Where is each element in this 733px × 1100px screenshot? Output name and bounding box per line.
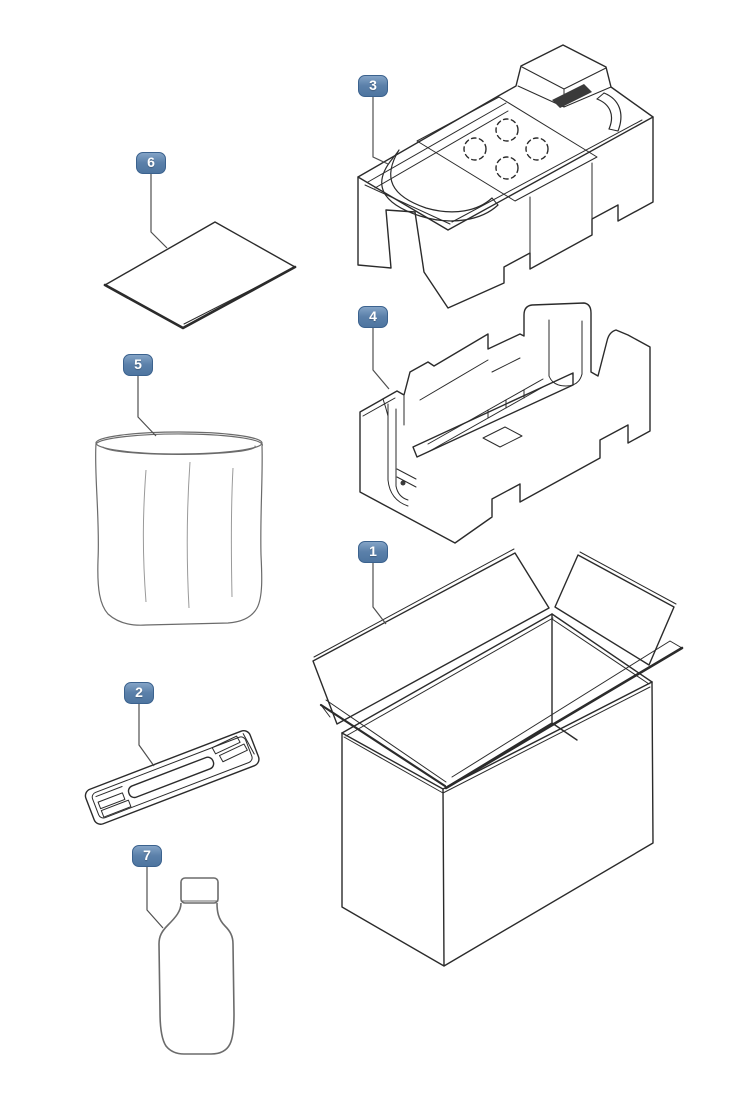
part-document-sheet: [103, 221, 297, 330]
callout-number-1: 1: [369, 543, 377, 559]
part-plastic-tray-insert: [84, 730, 260, 825]
leader-line-3: [372, 97, 389, 165]
leader-line-2: [138, 704, 155, 767]
callout-badge-5: 5: [123, 354, 153, 376]
callout-badge-7: 7: [132, 845, 162, 867]
part-plastic-bag: [95, 431, 263, 626]
leader-line-4: [372, 328, 390, 390]
callout-number-3: 3: [369, 77, 377, 93]
callout-badge-3: 3: [358, 75, 388, 97]
leader-line-5: [137, 376, 157, 437]
callout-badge-4: 4: [358, 306, 388, 328]
part-cardboard-box: [312, 548, 684, 967]
callout-number-5: 5: [134, 356, 142, 372]
callout-number-7: 7: [143, 847, 151, 863]
leader-line-1: [372, 563, 387, 625]
part-bottle: [158, 877, 235, 1055]
callout-number-6: 6: [147, 154, 155, 170]
callout-badge-2: 2: [124, 682, 154, 704]
part-foam-top-insert: [357, 44, 654, 309]
leader-line-6: [150, 174, 168, 249]
callout-badge-1: 1: [358, 541, 388, 563]
callout-badge-6: 6: [136, 152, 166, 174]
callout-number-4: 4: [369, 308, 377, 324]
leader-line-7: [146, 867, 164, 929]
part-foam-bottom-insert: [359, 302, 651, 544]
callout-number-2: 2: [135, 684, 143, 700]
callout-leader-lines: [137, 97, 390, 929]
